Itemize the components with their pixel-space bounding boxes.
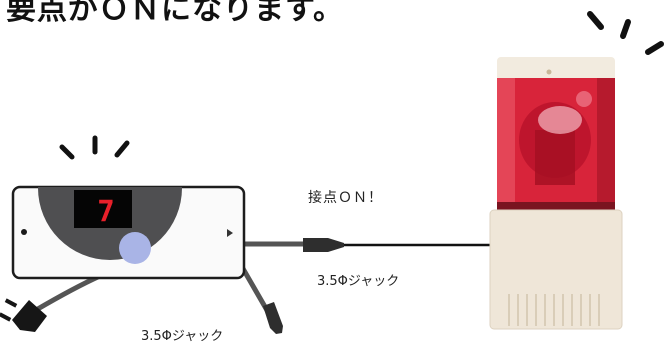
patlite-lamp-icon [489, 57, 623, 330]
jack-label-bottom: 3.5Φジャック [141, 329, 224, 344]
controller-device [11, 185, 246, 280]
jack-plug-right [303, 238, 344, 252]
jack-label-right: 3.5Φジャック [317, 274, 400, 289]
page-title: 要点がＯＮになります。 [6, 0, 344, 27]
lamp-signal-lines-icon [587, 11, 664, 55]
contact-on-label: 接点ＯＮ！ [308, 190, 383, 206]
power-cable [33, 273, 103, 313]
control-knob [119, 232, 151, 264]
led-display [74, 190, 132, 228]
device-signal-lines-icon [59, 135, 130, 160]
display-digit: 7 [97, 194, 115, 228]
jack-plug-down [263, 302, 283, 334]
output-arrow-icon [227, 229, 233, 237]
status-dot [21, 229, 27, 235]
plug-icon [0, 298, 47, 332]
